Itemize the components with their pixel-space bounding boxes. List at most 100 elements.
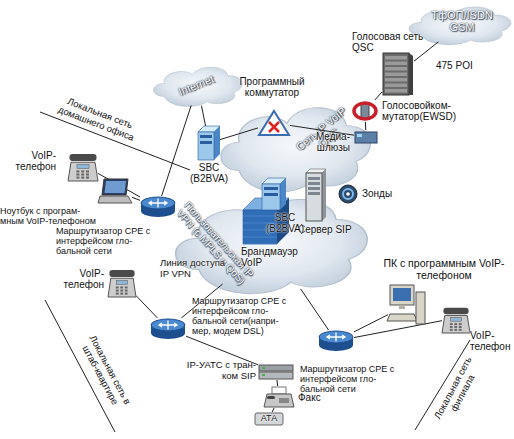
edge-label: 475 POI: [436, 60, 486, 71]
laptop-device: Ноутбук с програм- мным VoIP-телефоном: [98, 178, 132, 204]
router-device: Маршрутизатор CPE с интерфейсом гло- бал…: [150, 318, 186, 340]
connector-line: [365, 122, 366, 130]
icon-part: [354, 103, 376, 119]
edge-label: Линия доступа IP VPN: [160, 258, 232, 279]
router-device: Маршрутизатор CPE с интерфейсом гло- бал…: [140, 196, 176, 218]
icon-part: [319, 331, 353, 343]
phone-icon: [108, 264, 136, 298]
icon-part: [154, 67, 243, 106]
icon-part: [149, 199, 167, 208]
connector-line: [276, 380, 278, 386]
connector-line: [162, 106, 192, 196]
device-label: Факс: [298, 392, 334, 403]
device-label: IP-УАТС с тран- ком SIP: [176, 360, 256, 381]
icon-part: [308, 192, 320, 195]
icon-part: [200, 141, 212, 144]
connector-line: [220, 128, 258, 140]
icon-part: [343, 189, 353, 199]
icon-part: [385, 78, 407, 82]
icon-part: [450, 317, 461, 321]
icon-part: [322, 169, 326, 221]
pbx-icon: [258, 364, 294, 380]
icon-part: [450, 329, 453, 331]
icon-part: [409, 53, 413, 95]
icon-part: [416, 292, 425, 324]
icon-part: [120, 286, 123, 288]
icon-part: [259, 111, 289, 135]
icon-part: [385, 67, 407, 71]
icon-part: [361, 103, 369, 119]
router-icon: [150, 318, 186, 340]
icon-part: [214, 126, 220, 160]
icon-part: [259, 372, 293, 379]
device-label: VoIP- телефон: [58, 268, 104, 290]
icon-part: [459, 326, 462, 328]
media-device: Медиа-шлюзы: [354, 130, 378, 144]
icon-part: [76, 174, 79, 176]
router-icon: [140, 196, 176, 218]
icon-part: [390, 285, 414, 305]
device-label: Ноутбук с програм- мным VoIP-телефоном: [0, 206, 106, 226]
icon-part: [385, 62, 407, 66]
icon-part: [269, 122, 279, 132]
icon-part: [108, 278, 136, 297]
device-label: Медиа-шлюзы: [288, 131, 350, 153]
icon-part: [116, 280, 127, 284]
icon-part: [259, 365, 293, 371]
icon-part: [383, 53, 409, 95]
icon-part: [267, 396, 275, 399]
lan-label: Локальная сеть домашнего офиса: [48, 91, 149, 147]
icon-part: [454, 323, 457, 325]
icon-part: [109, 270, 134, 277]
connector-line: [290, 125, 354, 135]
sbc-device: SBC (B2BVA): [198, 126, 220, 160]
probe-icon: [338, 184, 358, 204]
icon-part: [308, 187, 320, 190]
device-label: Голосовойком- мутатор(EWSD): [382, 100, 462, 122]
icon-part: [102, 179, 128, 195]
phone-icon: [442, 302, 470, 334]
connector-line: [272, 408, 274, 412]
icon-part: [81, 174, 84, 176]
icon-part: [86, 177, 89, 179]
icon-part: [151, 319, 185, 331]
connector-line: [186, 336, 258, 365]
tower-device: Сервер SIP: [305, 168, 327, 222]
icon-part: [327, 333, 345, 342]
device-label: ПК с программным VoIP-телефоном: [376, 258, 512, 282]
icon-part: [459, 329, 462, 331]
device-label: Маршрутизатор CPE с интерфейсом гло- бал…: [300, 364, 404, 394]
icon-part: [459, 323, 462, 325]
connector-line: [354, 321, 442, 338]
icon-part: [385, 89, 407, 93]
sbc-device: SBC (B2BVA): [262, 178, 286, 210]
icon-part: [339, 185, 357, 203]
icon-part: [277, 198, 289, 244]
soft-device: Программный коммутатор: [258, 110, 290, 136]
icon-part: [81, 177, 84, 179]
router-device: Маршрутизатор CPE с интерфейсом гло- бал…: [318, 330, 354, 352]
media-icon: [354, 130, 378, 144]
icon-part: [387, 314, 417, 321]
network-cloud: ТфОП/ISDN GSM: [405, 0, 514, 50]
icon-part: [116, 290, 119, 292]
icon-part: [264, 187, 278, 190]
icon-part: [116, 286, 119, 288]
icon-part: [308, 182, 320, 185]
soft-icon: [258, 110, 290, 136]
icon-part: [357, 134, 362, 137]
icon-part: [385, 84, 407, 88]
icon-part: [141, 197, 175, 209]
icon-part: [262, 367, 265, 369]
phone-device: VoIP- телефон: [442, 302, 470, 334]
phone-device: VoIP- телефон: [68, 148, 98, 182]
device-label: VoIP- телефон: [4, 150, 56, 172]
device-label: VoIP- телефон: [470, 330, 514, 352]
sbc-icon: [198, 126, 220, 160]
router-icon: [318, 330, 354, 352]
connector-line: [414, 42, 438, 61]
icon-part: [243, 223, 277, 224]
device-label: АТА: [254, 413, 284, 423]
tower-icon: [305, 168, 327, 222]
icon-part: [77, 164, 89, 168]
